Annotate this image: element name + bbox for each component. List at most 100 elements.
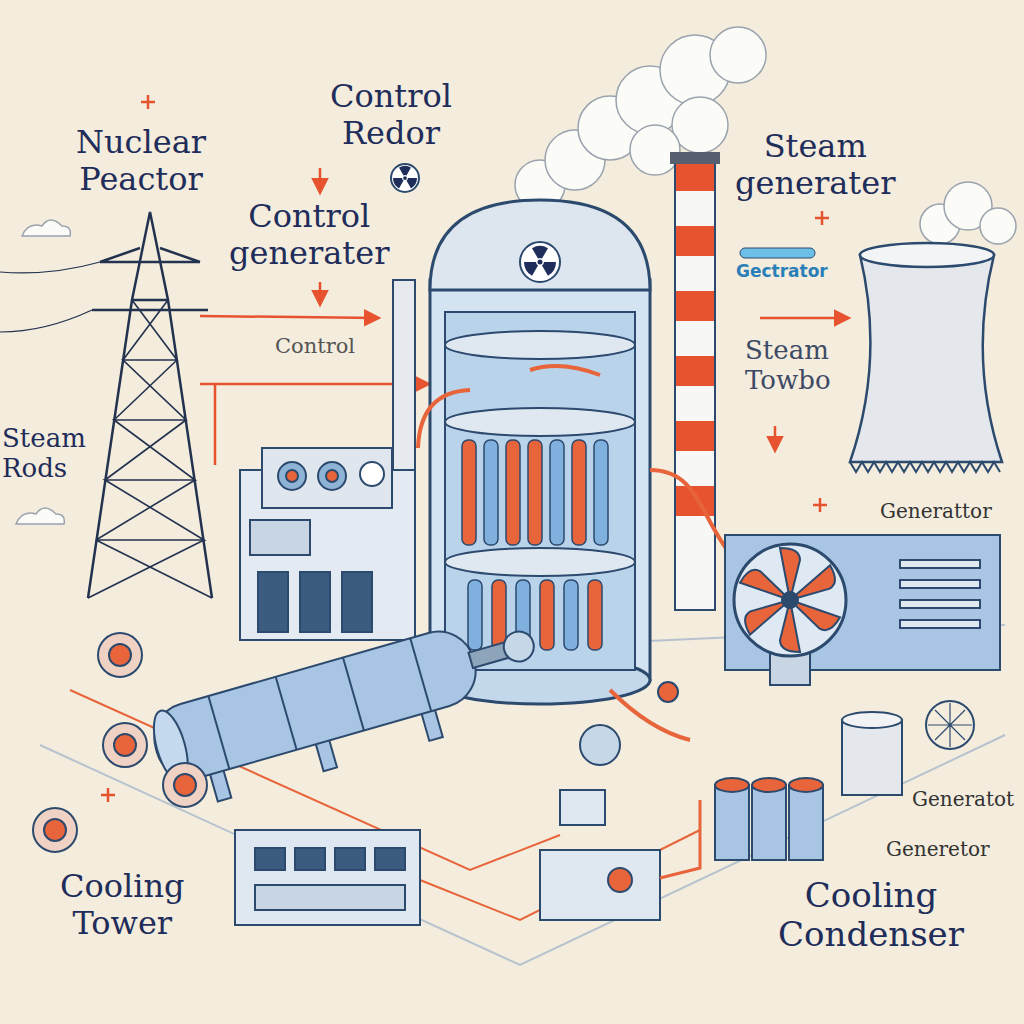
part-label: Gectrator <box>736 262 828 282</box>
control-panel <box>235 830 420 925</box>
smoke-cloud <box>710 27 766 83</box>
reactor-vessel <box>430 280 650 680</box>
fuel-rods <box>462 440 476 545</box>
equipment <box>540 682 678 920</box>
fuel-rods <box>462 440 608 650</box>
label-box: Steam Towbo <box>745 336 831 396</box>
control-panel <box>235 830 420 925</box>
auxiliary-building <box>258 572 288 632</box>
striped-chimney <box>676 356 714 386</box>
auxiliary-building <box>360 462 384 486</box>
control-panel <box>335 848 365 870</box>
condenser-tanks <box>789 778 823 792</box>
control-panel <box>255 885 405 910</box>
reactor-vessel <box>430 200 650 290</box>
generator-housing <box>900 600 980 608</box>
reactor-vessel <box>445 408 635 436</box>
generator-housing <box>782 592 798 608</box>
part-label: Control Redor <box>330 78 452 152</box>
pump <box>33 633 207 852</box>
striped-chimney <box>676 226 714 256</box>
red-arrow <box>774 426 777 450</box>
red-arrow <box>760 317 848 320</box>
small-cloud <box>22 220 70 236</box>
control-panel <box>375 848 405 870</box>
auxiliary-building <box>300 572 330 632</box>
generator-housing <box>725 535 1000 670</box>
part-label: Steam generater <box>735 128 895 202</box>
transmission-tower <box>96 300 212 598</box>
cooling-tower <box>860 243 994 267</box>
equipment <box>658 682 678 702</box>
reactor-vessel <box>445 331 635 359</box>
part-label: Nuclear Peactor <box>76 124 206 198</box>
auxiliary-building <box>262 448 392 508</box>
tower-steam <box>920 182 1016 244</box>
red-arrow <box>319 168 322 192</box>
pump <box>163 763 207 807</box>
tower-steam <box>980 208 1016 244</box>
pump <box>109 644 131 666</box>
fuel-rods <box>528 440 542 545</box>
red-mark <box>813 498 827 512</box>
generator-housing <box>725 535 1000 685</box>
pump <box>44 819 66 841</box>
equipment <box>608 868 632 892</box>
label-box: Nuclear Peactor <box>76 124 206 198</box>
generator-housing <box>900 560 980 568</box>
part-label: Cooling Tower <box>60 868 185 942</box>
gray-chimney <box>393 280 415 470</box>
gray-tank <box>842 712 902 795</box>
label-box: Generattor <box>880 500 992 523</box>
condenser-tanks <box>715 778 749 792</box>
fuel-rods <box>492 580 506 650</box>
part-label: Control <box>275 334 355 358</box>
fuel-rods <box>506 440 520 545</box>
coolant-pipe <box>418 390 470 448</box>
fuel-rods <box>540 580 554 650</box>
steam-pill <box>740 248 815 258</box>
fuel-rods <box>484 440 498 545</box>
radiation-badge <box>391 164 419 192</box>
equipment <box>540 850 660 920</box>
auxiliary-building <box>240 448 415 640</box>
smoke-cloud <box>515 27 766 210</box>
equipment <box>560 790 605 825</box>
striped-chimney <box>676 291 714 321</box>
gray-tank <box>842 720 902 795</box>
transmission-tower <box>88 212 212 598</box>
reactor-radiation-symbol <box>522 246 558 277</box>
pump <box>103 723 147 767</box>
steam-pill <box>740 248 815 258</box>
orange-wire <box>420 830 700 920</box>
striped-chimney <box>676 161 714 191</box>
red-mark <box>141 95 155 109</box>
equipment <box>580 725 620 765</box>
red-arrow <box>319 282 322 304</box>
striped-chimney <box>676 486 714 516</box>
pump <box>114 734 136 756</box>
cooling-tower <box>850 462 1000 472</box>
fuel-rods <box>572 440 586 545</box>
label-box: Gectrator <box>736 262 828 282</box>
auxiliary-building <box>278 462 306 490</box>
reactor-vessel <box>445 548 635 576</box>
small-cloud <box>16 508 64 524</box>
label-box: Control <box>275 334 355 358</box>
red-mark <box>815 211 829 225</box>
striped-chimney <box>670 152 720 610</box>
red-arrow <box>200 316 378 318</box>
small-fan <box>928 703 972 747</box>
auxiliary-building <box>286 470 298 482</box>
label-box: Generatot <box>912 788 1014 811</box>
condenser-tanks <box>660 800 700 878</box>
turbine-cylinder <box>146 623 484 787</box>
part-label: Generetor <box>886 838 990 861</box>
condenser-tanks <box>715 785 749 860</box>
coolant-pipe <box>530 366 600 375</box>
label-box: Cooling Condenser <box>778 876 964 954</box>
fuel-rods <box>594 440 608 545</box>
label-box: Steam Rods <box>2 424 86 484</box>
part-label: Steam Towbo <box>745 336 831 396</box>
